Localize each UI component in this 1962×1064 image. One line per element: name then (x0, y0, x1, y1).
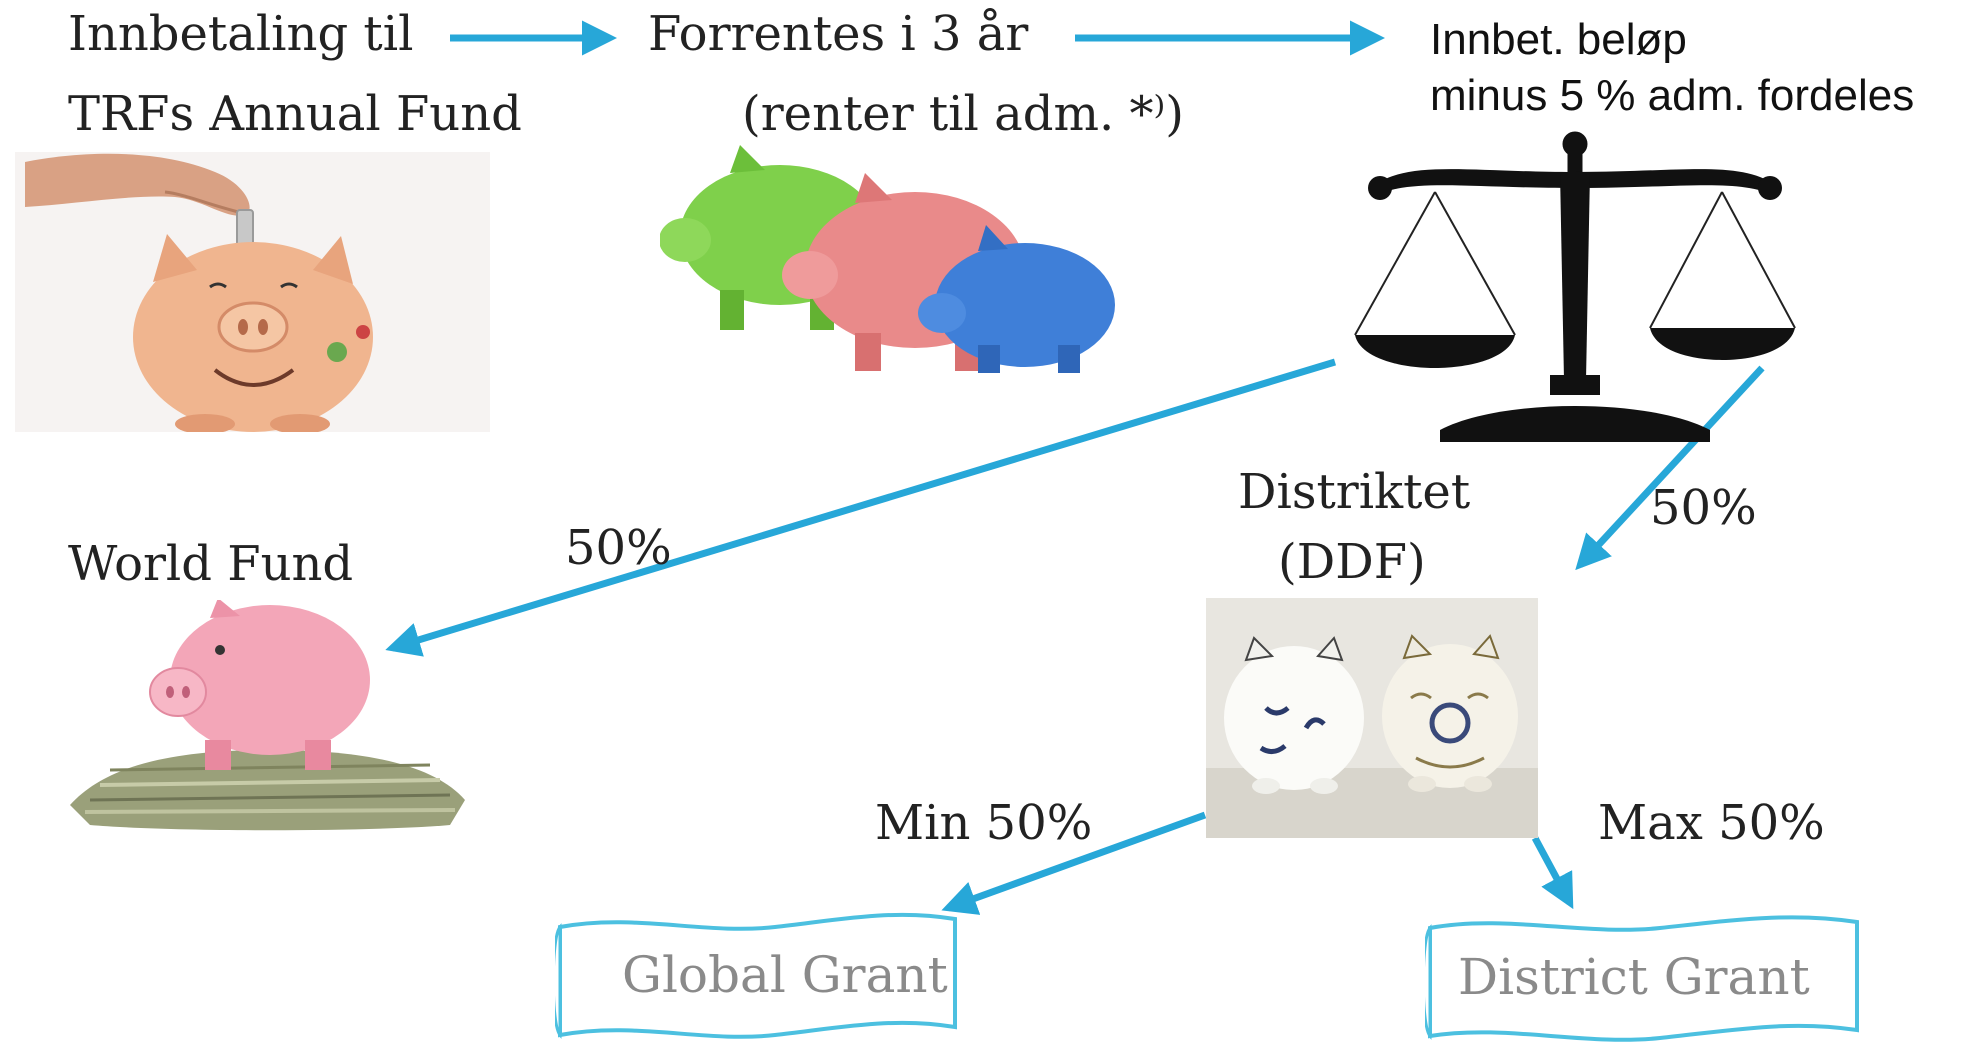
interest-line1: Forrentes i 3 år (648, 6, 1029, 62)
hand-coin-piggy-bank-icon (15, 152, 490, 432)
district-line1: Distriktet (1238, 464, 1471, 520)
distribution-line2: minus 5 % adm. fordeles (1430, 71, 1915, 120)
balance-scale-icon (1354, 131, 1796, 442)
world-fund-label: World Fund (68, 536, 354, 592)
piggy-bank-on-money-icon (70, 600, 465, 831)
district-line2: (DDF) (1278, 534, 1426, 590)
arrow-scale-to-world-fund (385, 358, 1337, 657)
edge-label-district: 50% (1650, 480, 1757, 536)
annual-fund-line2: TRFs Annual Fund (68, 86, 522, 142)
global-grant-label: Global Grant (622, 946, 948, 1004)
arrow-scale-to-district (1575, 365, 1765, 571)
district-grant-label: District Grant (1458, 948, 1810, 1006)
three-piggy-banks-icon (660, 145, 1115, 373)
edge-label-district-grant: Max 50% (1598, 795, 1825, 851)
distribution-line1: Innbet. beløp (1430, 15, 1687, 64)
two-porcelain-piggy-banks-icon (1206, 598, 1538, 838)
edge-label-world-fund: 50% (565, 520, 672, 576)
district-grant-banner (1425, 915, 1859, 1042)
interest-line2: (renter til adm. *⁾) (742, 86, 1185, 142)
arrow-district-to-district-grant (1531, 836, 1574, 910)
global-grant-banner (555, 912, 957, 1039)
annual-fund-line1: Innbetaling til (68, 6, 414, 62)
edge-label-global-grant: Min 50% (875, 795, 1093, 851)
arrow-district-to-global-grant (941, 811, 1207, 915)
